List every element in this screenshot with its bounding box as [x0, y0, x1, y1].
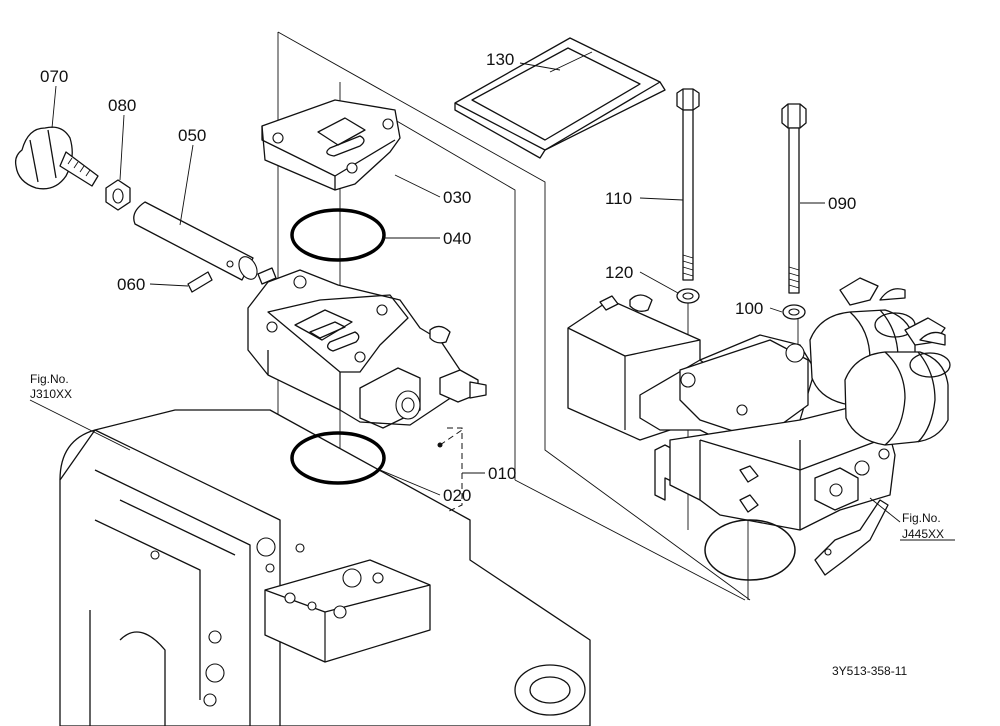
nut-080	[105, 179, 131, 211]
label-030: 030	[443, 188, 471, 207]
label-100: 100	[735, 299, 763, 318]
spring-pin-060	[187, 271, 213, 293]
label-040: 040	[443, 229, 471, 248]
bolt-110	[676, 88, 700, 281]
label-130: 130	[486, 50, 514, 69]
ref-right-line2: J445XX	[902, 527, 944, 541]
ref-left-line2: J310XX	[30, 387, 72, 401]
label-020: 020	[443, 486, 471, 505]
label-060: 060	[117, 275, 145, 294]
part-labels: 070 080 050 060 030 040 020 010 130 110 …	[40, 50, 856, 505]
ref-right-line1: Fig.No.	[902, 511, 941, 525]
label-080: 080	[108, 96, 136, 115]
leader-lines	[29, 62, 955, 541]
cover-plate-030	[261, 99, 401, 191]
o-ring-040	[290, 208, 386, 262]
drawing-code: 3Y513-358-11	[832, 664, 907, 678]
ref-left-line1: Fig.No.	[30, 372, 69, 386]
label-120: 120	[605, 263, 633, 282]
washer-100	[782, 304, 806, 320]
label-090: 090	[828, 194, 856, 213]
label-050: 050	[178, 126, 206, 145]
label-110: 110	[605, 189, 632, 208]
figure-references: Fig.No. J310XX Fig.No. J445XX	[30, 372, 944, 541]
sheet-packet-130	[454, 37, 666, 159]
washer-120	[676, 288, 700, 304]
o-ring-020	[290, 431, 386, 485]
label-010: 010	[488, 464, 516, 483]
right-valve-block	[567, 277, 951, 581]
knob-bolt-070	[14, 126, 99, 190]
base-housing	[59, 409, 591, 726]
shaft-050	[133, 201, 258, 281]
label-070: 070	[40, 67, 68, 86]
bolt-090	[781, 103, 807, 294]
valve-assembly-010	[247, 267, 487, 448]
